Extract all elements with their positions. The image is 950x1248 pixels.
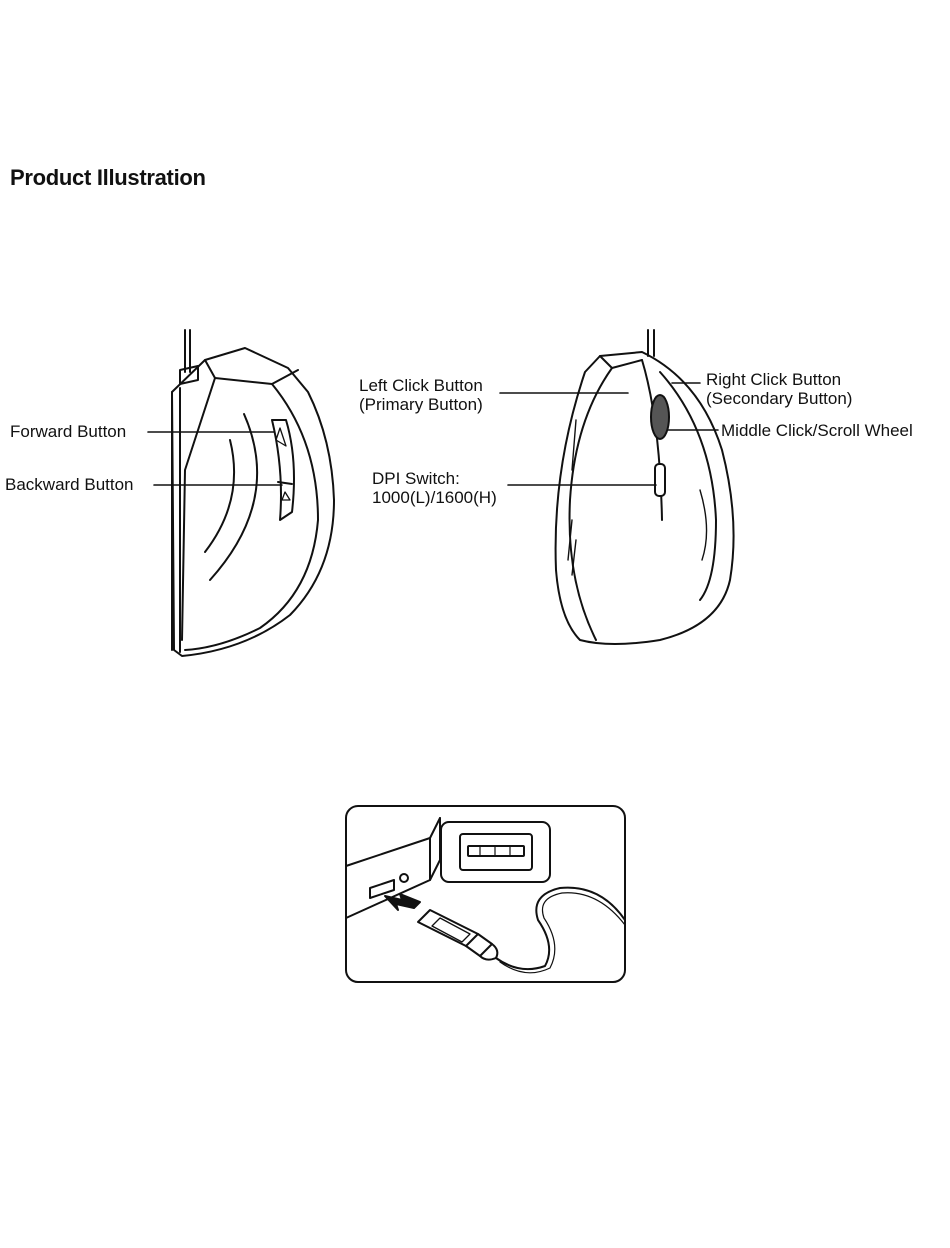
middle-click-label: Middle Click/Scroll Wheel (721, 421, 913, 440)
side-view-mouse (172, 330, 334, 656)
backward-button-label: Backward Button (5, 475, 134, 494)
left-click-label: Left Click Button (Primary Button) (359, 376, 483, 414)
usb-connection-illustration (346, 806, 625, 982)
right-click-label-line2: (Secondary Button) (706, 389, 852, 408)
left-click-label-line2: (Primary Button) (359, 395, 483, 414)
dpi-switch-label-line1: DPI Switch: (372, 469, 497, 488)
left-click-label-line1: Left Click Button (359, 376, 483, 395)
forward-button-label: Forward Button (10, 422, 126, 441)
right-click-label: Right Click Button (Secondary Button) (706, 370, 852, 408)
dpi-switch-label-line2: 1000(L)/1600(H) (372, 488, 497, 507)
dpi-switch-label: DPI Switch: 1000(L)/1600(H) (372, 469, 497, 507)
right-click-label-line1: Right Click Button (706, 370, 852, 389)
